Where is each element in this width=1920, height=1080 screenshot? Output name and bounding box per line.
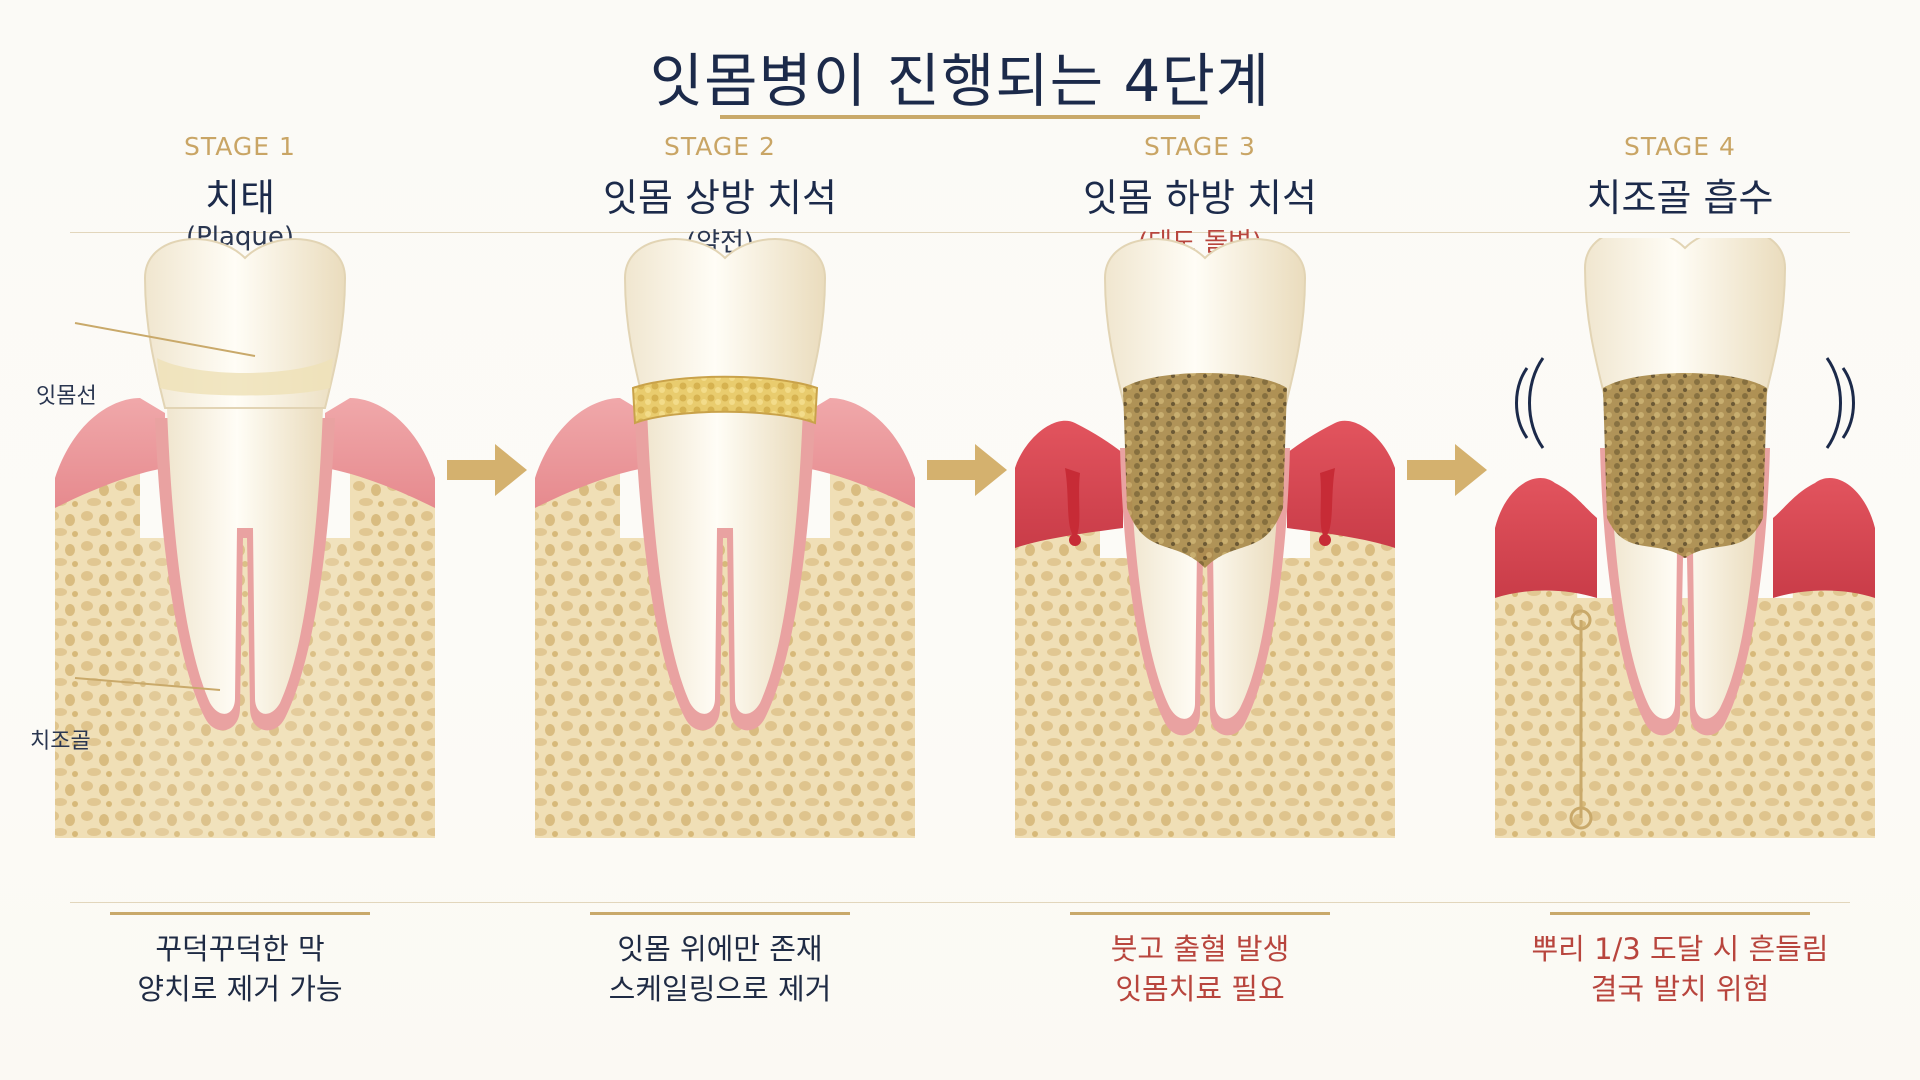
stage-3-desc-line-2: 잇몸치료 필요: [1115, 972, 1285, 1006]
arrow-right-icon: [447, 444, 527, 496]
stage-3-description: 붓고 출혈 발생 잇몸치료 필요: [960, 912, 1440, 1009]
stage-4-header: STAGE 4 치조골 흡수: [1440, 132, 1920, 222]
stage-3-label: STAGE 3: [1144, 132, 1256, 161]
stage-2-name: 잇몸 상방 치석: [603, 176, 837, 220]
stage-4-label: STAGE 4: [1624, 132, 1736, 161]
stage-2-description: 잇몸 위에만 존재 스케일링으로 제거: [480, 912, 960, 1009]
bone-callout: 치조골: [30, 729, 91, 754]
stage-1-name: 치태: [205, 176, 275, 220]
title-underline: [720, 115, 1200, 119]
stage-2-illustration: [535, 238, 915, 838]
stage-4-desc-line-1: 뿌리 1/3 도달 시 흔들림: [1531, 932, 1829, 966]
stage-3-name: 잇몸 하방 치석: [1083, 176, 1317, 220]
gumline-callout: 잇몸선: [36, 384, 97, 409]
desc-divider: [590, 912, 850, 915]
stage-4-illustration: [1495, 238, 1875, 838]
top-divider: [70, 232, 1850, 233]
stage-3-illustration: [1015, 238, 1395, 838]
arrow-right-icon: [1407, 444, 1487, 496]
stage-4-description: 뿌리 1/3 도달 시 흔들림 결국 발치 위험: [1440, 912, 1920, 1009]
arrow-right-icon: [927, 444, 1007, 496]
stage-2-label: STAGE 2: [664, 132, 776, 161]
stage-1-header: STAGE 1 치태 (Plaque): [0, 132, 480, 252]
stage-1-description: 꾸덕꾸덕한 막 양치로 제거 가능: [0, 912, 480, 1009]
desc-divider: [110, 912, 370, 915]
stage-1-illustration: [55, 238, 435, 838]
stage-2-desc-line-2: 스케일링으로 제거: [608, 972, 832, 1006]
stage-1-desc-line-1: 꾸덕꾸덕한 막: [155, 932, 325, 966]
desc-divider: [1070, 912, 1330, 915]
stage-4-desc-line-2: 결국 발치 위험: [1590, 972, 1770, 1006]
stage-1-desc-line-2: 양치로 제거 가능: [137, 972, 343, 1006]
stage-3-desc-line-1: 붓고 출혈 발생: [1110, 932, 1290, 966]
desc-divider: [1550, 912, 1810, 915]
stage-4-name: 치조골 흡수: [1586, 176, 1774, 220]
stage-1-label: STAGE 1: [184, 132, 296, 161]
page-title: 잇몸병이 진행되는 4단계: [649, 47, 1271, 115]
stage-2-desc-line-1: 잇몸 위에만 존재: [617, 932, 823, 966]
bottom-divider: [70, 902, 1850, 903]
